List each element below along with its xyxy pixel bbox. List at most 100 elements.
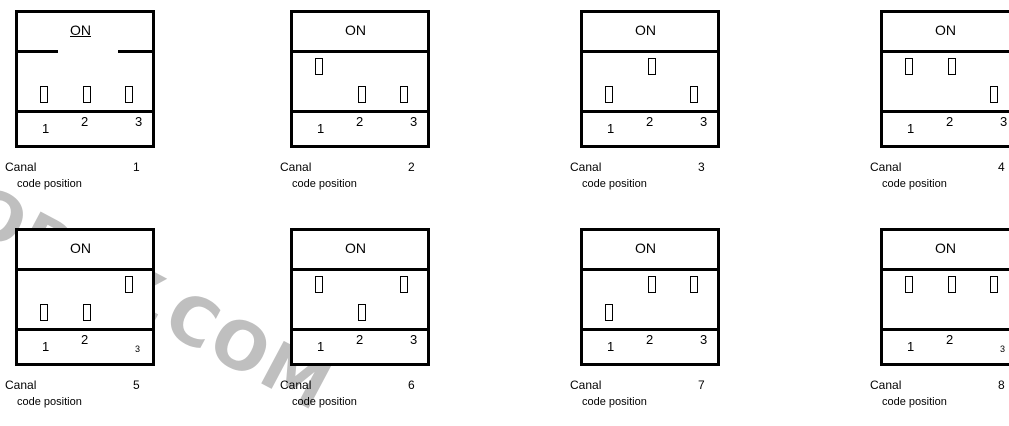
switch-1-up [315,276,323,293]
switch-2-down [358,86,366,103]
switch-1-up [905,276,913,293]
switch-number-3: 3 [410,332,418,347]
switch-number-1: 1 [317,339,325,354]
switch-number-1: 1 [42,121,50,136]
switch-number-1: 1 [317,121,325,136]
canal-number: 1 [133,160,140,174]
switch-2-up [648,276,656,293]
on-label: ON [935,240,956,256]
top-divider [583,268,717,271]
switch-number-3: 3 [1000,344,1006,354]
canal-number: 7 [698,378,705,392]
code-position-label: code position [582,396,647,408]
switch-number-3: 3 [410,114,418,129]
top-divider [293,50,427,53]
code-position-label: code position [17,178,82,190]
bottom-divider [293,110,427,113]
switch-1-down [40,86,48,103]
switch-number-3: 3 [1000,114,1008,129]
canal-number: 4 [998,160,1005,174]
on-label: ON [935,22,956,38]
top-divider [883,268,1009,271]
switch-number-2: 2 [646,332,654,347]
switch-2-down [83,86,91,103]
dip-switch-panel-1: ON 1 2 3 [15,10,155,148]
canal-number: 6 [408,378,415,392]
canal-label: Canal [570,378,602,392]
on-label: ON [345,22,366,38]
divider-gap [58,47,118,56]
top-divider [883,50,1009,53]
canal-number: 3 [698,160,705,174]
code-position-label: code position [882,396,947,408]
switch-number-2: 2 [946,114,954,129]
dip-switch-panel-2: ON 1 2 3 [290,10,430,148]
canal-label: Canal [5,160,37,174]
dip-switch-panel-4: ON 1 2 3 [880,10,1009,148]
on-label: ON [345,240,366,256]
code-position-label: code position [292,396,357,408]
switch-1-down [40,304,48,321]
canal-label: Canal [5,378,37,392]
switch-3-down [125,86,133,103]
bottom-divider [18,110,152,113]
switch-2-up [948,58,956,75]
switch-number-2: 2 [946,332,954,347]
bottom-divider [293,328,427,331]
bottom-divider [18,328,152,331]
switch-number-1: 1 [907,121,915,136]
switch-2-down [83,304,91,321]
on-label: ON [70,240,91,256]
switch-3-up [125,276,133,293]
switch-number-1: 1 [42,339,50,354]
switch-number-2: 2 [356,332,364,347]
code-position-label: code position [582,178,647,190]
switch-number-2: 2 [356,114,364,129]
canal-number: 2 [408,160,415,174]
top-divider [583,50,717,53]
switch-3-up [690,276,698,293]
switch-1-up [315,58,323,75]
bottom-divider [583,328,717,331]
bottom-divider [883,110,1009,113]
switch-number-3: 3 [135,344,141,354]
switch-number-2: 2 [81,114,89,129]
canal-label: Canal [570,160,602,174]
dip-switch-panel-5: ON 1 2 3 [15,228,155,366]
switch-3-down [690,86,698,103]
canal-label: Canal [870,160,902,174]
switch-3-down [990,86,998,103]
code-position-label: code position [882,178,947,190]
bottom-divider [583,110,717,113]
switch-number-3: 3 [700,332,708,347]
switch-1-down [605,86,613,103]
switch-2-down [358,304,366,321]
on-label: ON [635,22,656,38]
switch-number-2: 2 [81,332,89,347]
bottom-divider [883,328,1009,331]
canal-number: 5 [133,378,140,392]
dip-switch-panel-3: ON 1 2 3 [580,10,720,148]
dip-switch-panel-6: ON 1 2 3 [290,228,430,366]
switch-2-up [948,276,956,293]
switch-number-1: 1 [607,121,615,136]
switch-3-up [400,276,408,293]
canal-number: 8 [998,378,1005,392]
switch-number-3: 3 [700,114,708,129]
switch-number-1: 1 [907,339,915,354]
canal-label: Canal [280,378,312,392]
switch-number-2: 2 [646,114,654,129]
on-label: ON [635,240,656,256]
code-position-label: code position [17,396,82,408]
dip-switch-panel-8: ON 1 2 3 [880,228,1009,366]
switch-3-down [400,86,408,103]
top-divider [293,268,427,271]
top-divider [18,268,152,271]
canal-label: Canal [280,160,312,174]
switch-number-3: 3 [135,114,143,129]
canal-label: Canal [870,378,902,392]
on-label: ON [70,22,91,38]
code-position-label: code position [292,178,357,190]
